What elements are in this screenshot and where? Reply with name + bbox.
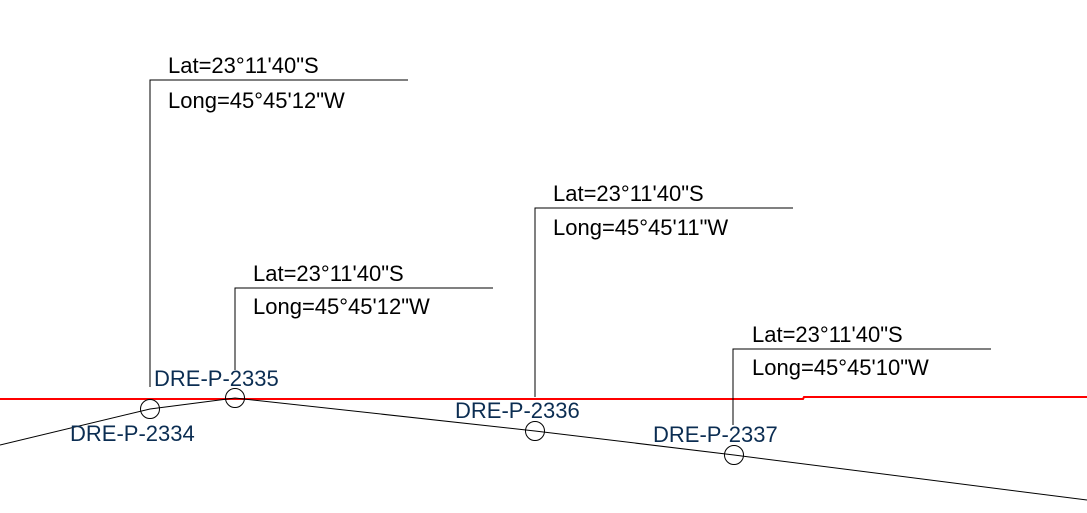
leader-line-2 xyxy=(234,287,493,370)
point-marker-2336[interactable] xyxy=(525,421,545,441)
point-marker-2334[interactable] xyxy=(140,399,160,419)
callout-1-long: Long=45°45'12"W xyxy=(168,88,345,113)
callout-3-lat: Lat=23°11'40"S xyxy=(553,181,704,206)
point-label-2335: DRE-P-2335 xyxy=(154,366,279,391)
callout-1-lat: Lat=23°11'40"S xyxy=(168,53,319,78)
callout-4-long: Long=45°45'10"W xyxy=(752,355,929,380)
callout-2-long: Long=45°45'12"W xyxy=(253,294,430,319)
point-marker-2335[interactable] xyxy=(225,388,245,408)
point-label-2334: DRE-P-2334 xyxy=(70,421,195,446)
reference-line xyxy=(0,396,1087,400)
callout-4-lat: Lat=23°11'40"S xyxy=(752,322,903,347)
callout-3-long: Long=45°45'11"W xyxy=(553,215,728,240)
point-label-2337: DRE-P-2337 xyxy=(653,422,778,447)
point-label-2336: DRE-P-2336 xyxy=(455,398,580,423)
leader-line-3 xyxy=(534,207,793,397)
leader-line-1 xyxy=(149,79,408,387)
point-marker-2337[interactable] xyxy=(724,445,744,465)
leader-line-4 xyxy=(732,348,991,425)
alignment-line xyxy=(0,397,1087,501)
callout-2-lat: Lat=23°11'40"S xyxy=(253,261,404,286)
